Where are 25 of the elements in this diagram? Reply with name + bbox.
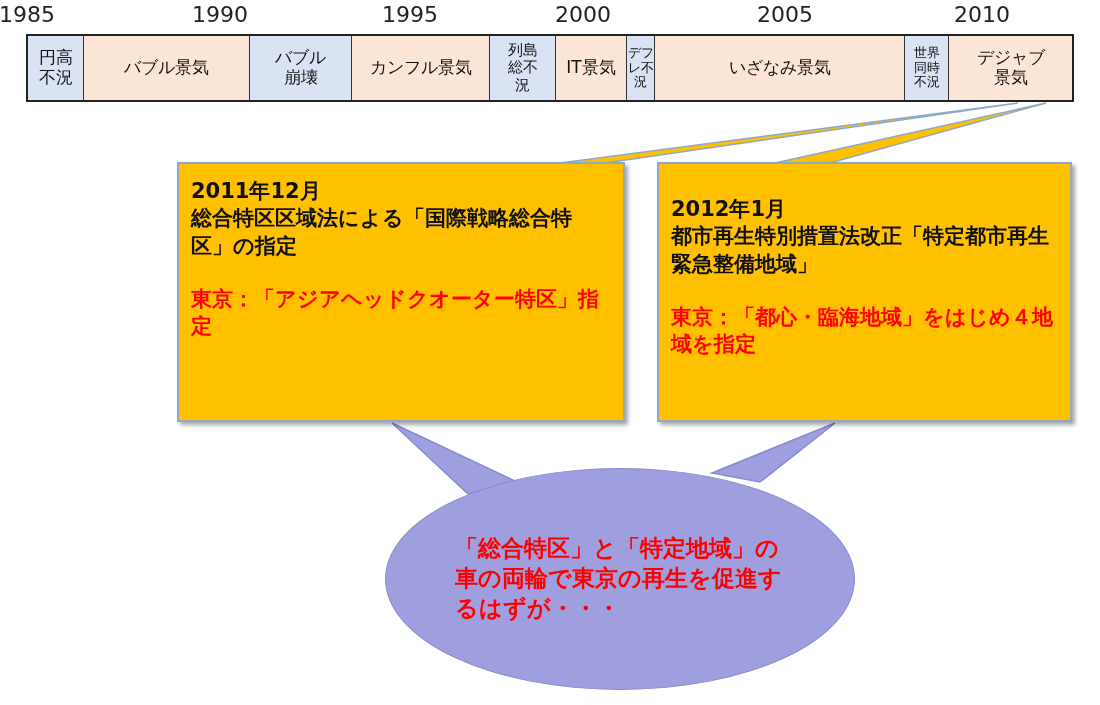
callout-text: 東京：「都心・臨海地域」をはじめ４地域を指定 [671, 303, 1054, 359]
timeline-segment: 列島総不況 [490, 36, 556, 100]
timeline-segment: いざなみ景気 [655, 36, 905, 100]
date-text: 2012年1月 [671, 196, 788, 223]
year-label: 1995 [382, 2, 438, 27]
timeline-segment: バブル崩壊 [250, 36, 352, 100]
year-label: 2010 [954, 2, 1010, 27]
year-label: 1985 [0, 2, 55, 27]
date-text: 2011年12月 [191, 178, 322, 205]
timeline-segment: カンフル景気 [352, 36, 490, 100]
timeline-segment: バブル景気 [84, 36, 250, 100]
bubble-text: 「総合特区」と「特定地域」の車の両輪で東京の再生を促進するはずが・・・ [455, 534, 783, 623]
year-label: 2005 [757, 2, 813, 27]
timeline-segment: デジャブ景気 [949, 36, 1072, 100]
timeline-segment: 世界同時不況 [905, 36, 949, 100]
callout-text: 総合特区区域法による「国際戦略総合特区」の指定 [191, 205, 573, 260]
year-label: 1990 [192, 2, 248, 27]
timeline-segment: デフレ不況 [627, 36, 655, 100]
year-label: 2000 [555, 2, 611, 27]
timeline-segment: IT景気 [556, 36, 627, 100]
timeline-segment: 円高不況 [28, 36, 84, 100]
callout-text: 都市再生特別措置法改正「特定都市再生緊急整備地域」 [671, 223, 1050, 278]
callout-box [177, 162, 625, 422]
callout-pointer [709, 422, 836, 483]
callout-text: 東京：「アジアヘッドクオーター特区」指定 [191, 285, 600, 341]
